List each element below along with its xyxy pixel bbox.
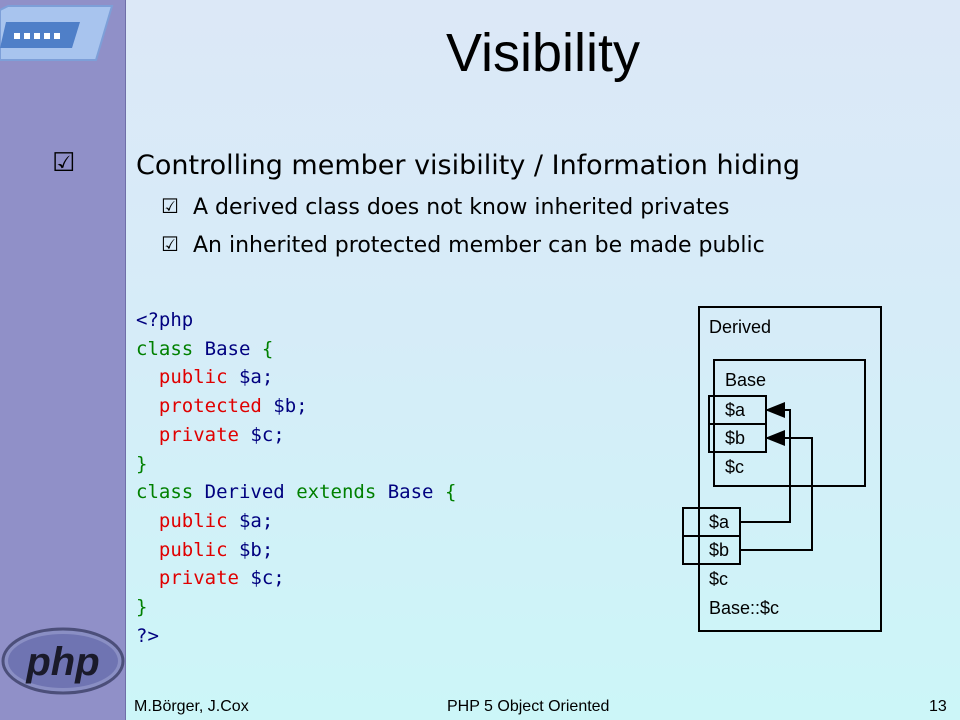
footer-page-number: 13 — [929, 698, 947, 715]
dots-banner-icon — [0, 5, 114, 61]
check-icon: ☑ — [161, 194, 179, 218]
footer-course: PHP 5 Object Oriented — [447, 698, 610, 715]
derived-box — [698, 306, 882, 632]
derived-member-b: $b — [709, 540, 729, 560]
derived-label: Derived — [709, 317, 771, 337]
arrow-a-to-a — [741, 402, 791, 523]
slide-title: Visibility — [445, 23, 641, 83]
derived-member-a: $a — [709, 512, 730, 532]
check-icon: ☑ — [161, 232, 179, 256]
derived-member-base-c: Base::$c — [709, 598, 779, 618]
bullet-sub-protected: An inherited protected member can be mad… — [193, 233, 765, 258]
base-member-c: $c — [725, 457, 744, 477]
footer-authors: M.Börger, J.Cox — [134, 698, 249, 715]
php-logo: php — [1, 627, 125, 695]
code-block: <?php class Base { public $a; protected … — [136, 309, 457, 647]
code-php-open: <?php — [136, 309, 194, 331]
bullet-sub-privates: A derived class does not know inherited … — [193, 195, 730, 220]
php-logo-text: php — [25, 640, 99, 684]
arrow-b-to-b — [741, 430, 813, 551]
derived-member-c: $c — [709, 569, 728, 589]
base-member-b: $b — [725, 428, 745, 448]
bullet-main: Controlling member visibility / Informat… — [136, 150, 800, 181]
code-php-close: ?> — [136, 624, 159, 647]
base-label: Base — [725, 370, 766, 390]
check-icon: ☑ — [52, 148, 76, 178]
base-member-a: $a — [725, 400, 746, 420]
derived-member-b-box — [682, 535, 741, 565]
sidebar: php — [0, 0, 126, 720]
